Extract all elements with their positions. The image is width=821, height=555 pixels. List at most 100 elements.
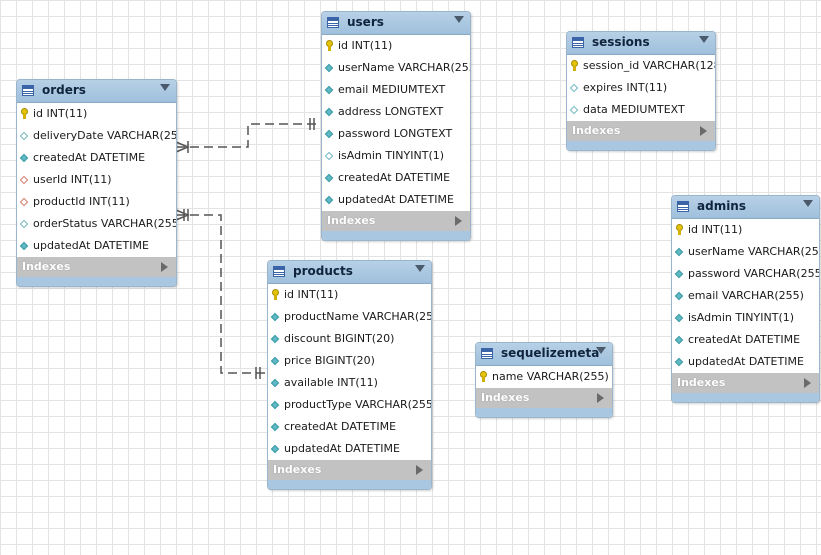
column-row[interactable]: userName VARCHAR(255)	[322, 57, 470, 79]
column-row[interactable]: deliveryDate VARCHAR(255)	[17, 125, 176, 147]
column-row[interactable]: email MEDIUMTEXT	[322, 79, 470, 101]
chevron-down-icon[interactable]	[699, 36, 709, 43]
indexes-section[interactable]: Indexes	[567, 121, 715, 141]
table-footer-bar	[476, 408, 612, 417]
table-admins[interactable]: admins id INT(11)userName VARCHAR(255) pa…	[671, 195, 820, 403]
column-list: id INT(11)userName VARCHAR(255) email MED…	[322, 35, 470, 211]
table-sessions[interactable]: sessions session_id VARCHAR(128)expires …	[566, 31, 716, 151]
not-null-icon	[19, 241, 29, 251]
not-null-icon	[270, 422, 280, 432]
indexes-section[interactable]: Indexes	[268, 460, 431, 480]
chevron-down-icon[interactable]	[803, 200, 813, 207]
column-row[interactable]: userId INT(11)	[17, 169, 176, 191]
column-row[interactable]: updatedAt DATETIME	[17, 235, 176, 257]
table-header[interactable]: admins	[672, 196, 819, 219]
table-header[interactable]: products	[268, 261, 431, 284]
indexes-section[interactable]: Indexes	[476, 388, 612, 408]
column-label: address LONGTEXT	[338, 105, 444, 118]
column-label: userId INT(11)	[33, 173, 112, 186]
column-label: updatedAt DATETIME	[284, 442, 400, 455]
column-row[interactable]: updatedAt DATETIME	[672, 351, 819, 373]
column-row[interactable]: address LONGTEXT	[322, 101, 470, 123]
chevron-down-icon[interactable]	[415, 265, 425, 272]
column-label: data MEDIUMTEXT	[583, 103, 685, 116]
table-header[interactable]: sequelizemeta	[476, 343, 612, 366]
column-row[interactable]: createdAt DATETIME	[17, 147, 176, 169]
indexes-section[interactable]: Indexes	[672, 373, 819, 393]
column-row[interactable]: id INT(11)	[268, 284, 431, 306]
not-null-icon	[674, 247, 684, 257]
column-label: createdAt DATETIME	[688, 333, 801, 346]
indexes-label: Indexes	[327, 214, 376, 227]
chevron-right-icon[interactable]	[804, 378, 811, 388]
column-label: password VARCHAR(255)	[688, 267, 820, 280]
column-row[interactable]: password VARCHAR(255)	[672, 263, 819, 285]
table-orders[interactable]: orders id INT(11)deliveryDate VARCHAR(25…	[16, 79, 177, 287]
column-label: price BIGINT(20)	[284, 354, 375, 367]
column-row[interactable]: session_id VARCHAR(128)	[567, 55, 715, 77]
chevron-right-icon[interactable]	[161, 262, 168, 272]
table-sequelizemeta[interactable]: sequelizemeta name VARCHAR(255) Indexes	[475, 342, 613, 418]
column-row[interactable]: id INT(11)	[17, 103, 176, 125]
column-row[interactable]: updatedAt DATETIME	[322, 189, 470, 211]
one-marker	[309, 118, 315, 130]
primary-key-icon	[272, 289, 279, 300]
column-row[interactable]: createdAt DATETIME	[672, 329, 819, 351]
column-row[interactable]: data MEDIUMTEXT	[567, 99, 715, 121]
nullable-icon	[19, 131, 29, 141]
table-header[interactable]: sessions	[567, 32, 715, 55]
not-null-icon	[674, 335, 684, 345]
table-users[interactable]: users id INT(11)userName VARCHAR(255) ema…	[321, 11, 471, 241]
column-row[interactable]: productName VARCHAR(255)	[268, 306, 431, 328]
column-row[interactable]: id INT(11)	[322, 35, 470, 57]
column-row[interactable]: createdAt DATETIME	[322, 167, 470, 189]
column-label: productName VARCHAR(255)	[284, 310, 432, 323]
indexes-section[interactable]: Indexes	[322, 211, 470, 231]
column-row[interactable]: isAdmin TINYINT(1)	[672, 307, 819, 329]
indexes-section[interactable]: Indexes	[17, 257, 176, 277]
relationship-orders-products[interactable]	[175, 209, 266, 379]
not-null-icon	[19, 153, 29, 163]
column-row[interactable]: isAdmin TINYINT(1)	[322, 145, 470, 167]
chevron-right-icon[interactable]	[416, 465, 423, 475]
column-row[interactable]: price BIGINT(20)	[268, 350, 431, 372]
chevron-down-icon[interactable]	[454, 16, 464, 23]
column-list: id INT(11)userName VARCHAR(255) password …	[672, 219, 819, 373]
relationship-orders-users[interactable]	[175, 118, 320, 153]
column-row[interactable]: productType VARCHAR(255)	[268, 394, 431, 416]
chevron-down-icon[interactable]	[160, 84, 170, 91]
table-header[interactable]: orders	[17, 80, 176, 103]
column-row[interactable]: userName VARCHAR(255)	[672, 241, 819, 263]
table-footer-bar	[567, 141, 715, 150]
table-footer-bar	[17, 277, 176, 286]
column-row[interactable]: available INT(11)	[268, 372, 431, 394]
column-list: id INT(11) productName VARCHAR(255) discou…	[268, 284, 431, 460]
column-row[interactable]: discount BIGINT(20)	[268, 328, 431, 350]
nullable-icon	[19, 219, 29, 229]
primary-key-icon	[480, 371, 487, 382]
primary-key-icon	[326, 40, 333, 51]
indexes-label: Indexes	[273, 463, 322, 476]
table-footer-bar	[268, 480, 431, 489]
column-row[interactable]: orderStatus VARCHAR(255)	[17, 213, 176, 235]
chevron-right-icon[interactable]	[597, 393, 604, 403]
column-row[interactable]: updatedAt DATETIME	[268, 438, 431, 460]
chevron-right-icon[interactable]	[455, 216, 462, 226]
column-label: isAdmin TINYINT(1)	[688, 311, 795, 324]
chevron-down-icon[interactable]	[596, 347, 606, 354]
column-row[interactable]: id INT(11)	[672, 219, 819, 241]
table-products[interactable]: products id INT(11) productName VARCHAR(2…	[267, 260, 432, 490]
column-row[interactable]: productId INT(11)	[17, 191, 176, 213]
column-row[interactable]: password LONGTEXT	[322, 123, 470, 145]
table-header[interactable]: users	[322, 12, 470, 35]
column-row[interactable]: expires INT(11)	[567, 77, 715, 99]
column-row[interactable]: name VARCHAR(255)	[476, 366, 612, 388]
column-row[interactable]: email VARCHAR(255)	[672, 285, 819, 307]
column-row[interactable]: createdAt DATETIME	[268, 416, 431, 438]
nullable-icon	[324, 151, 334, 161]
chevron-right-icon[interactable]	[700, 126, 707, 136]
column-label: email MEDIUMTEXT	[338, 83, 446, 96]
not-null-icon	[674, 313, 684, 323]
column-label: id INT(11)	[284, 288, 339, 301]
